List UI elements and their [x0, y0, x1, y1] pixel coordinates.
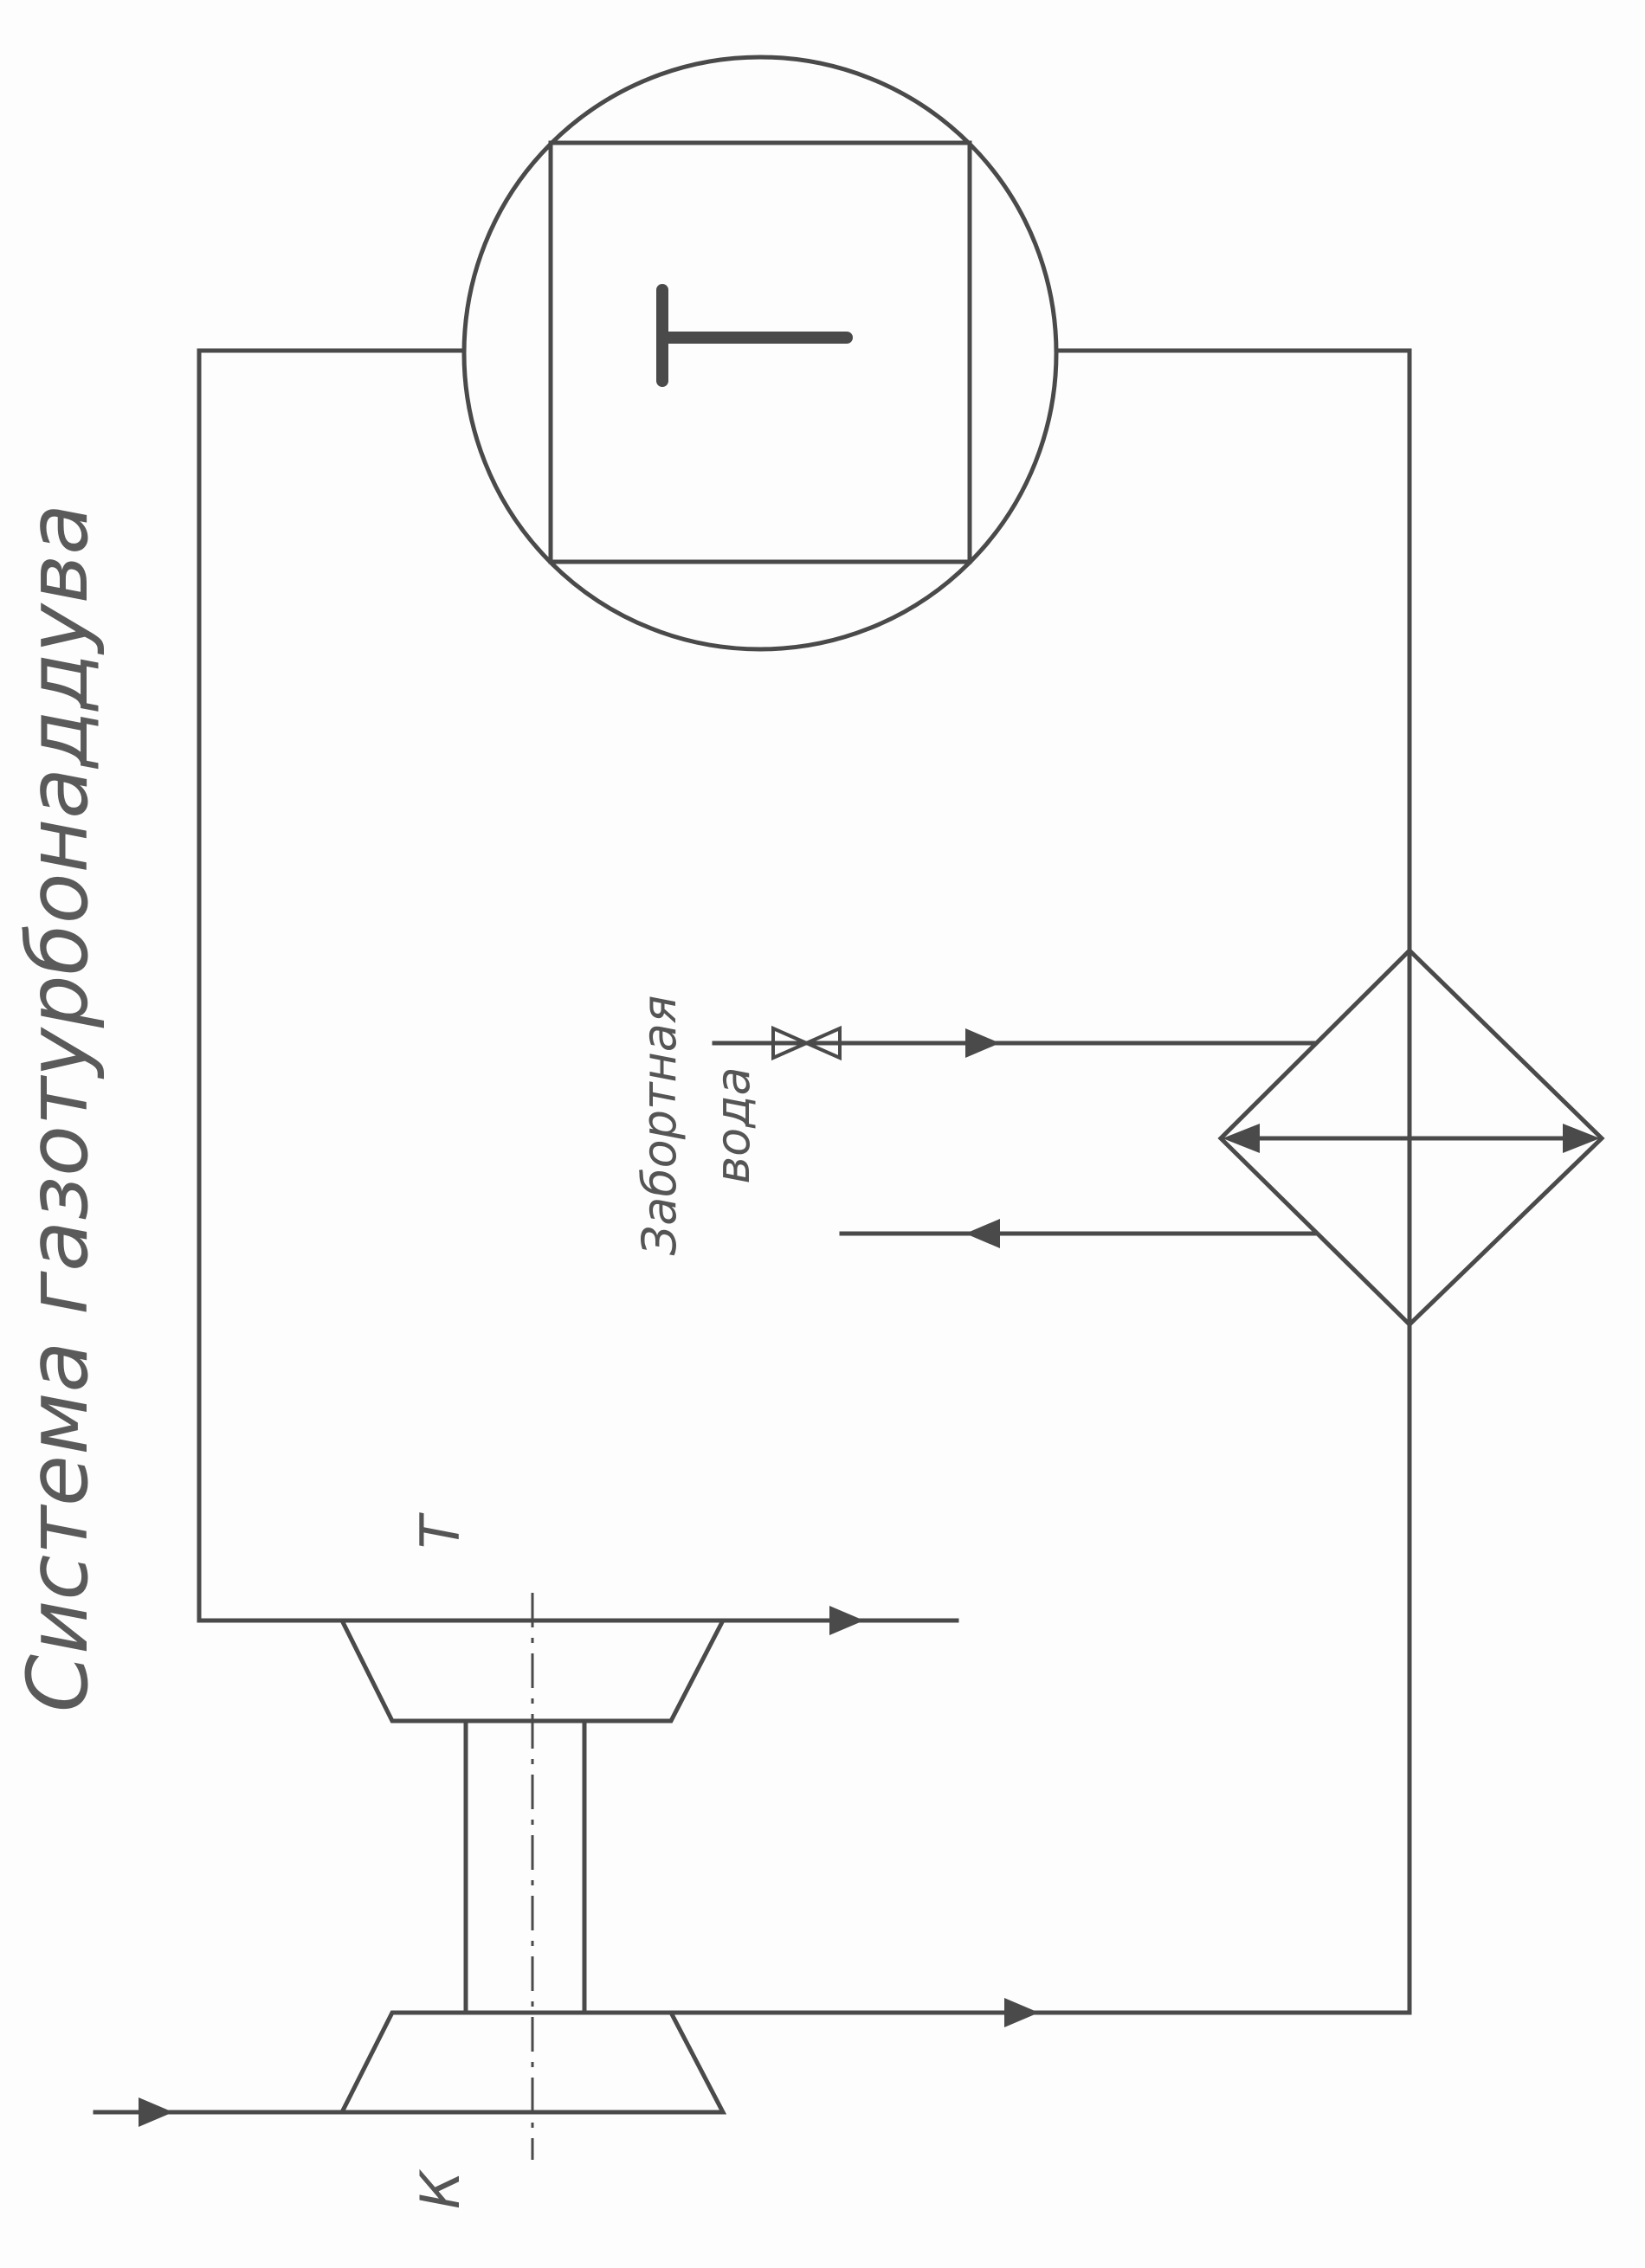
seawater-outlet-arrow-icon — [965, 1219, 1000, 1248]
gas-pipe-top-left — [197, 348, 466, 1623]
valve-icon — [771, 1025, 842, 1061]
engine-receiver — [461, 55, 1059, 652]
receiver-square — [548, 140, 972, 564]
diagram-title: Система газотурбонаддува — [10, 504, 106, 1712]
turbine-trapezoid — [338, 1618, 727, 1724]
seawater-label-line2: вода — [706, 1066, 760, 1183]
receiver-circle — [461, 55, 1059, 652]
t-symbol-icon — [656, 284, 853, 387]
gas-pipe-top-right — [1054, 348, 1412, 953]
compressor-trapezoid — [338, 2010, 727, 2115]
seawater-inlet-arrow-icon — [965, 1028, 1000, 1058]
charge-air-arrow-icon — [1004, 1998, 1039, 2027]
air-inlet-arrow-icon — [139, 2097, 173, 2127]
cooler-arrow-left-icon — [1222, 1124, 1260, 1153]
exhaust-arrow-icon — [829, 1606, 864, 1635]
compressor-label: К — [409, 2168, 472, 2209]
charge-air-cooler — [1217, 947, 1605, 1328]
seawater-label-line1: Забортная — [632, 995, 687, 1256]
turbine-label: Т — [409, 1512, 472, 1549]
cooler-arrow-right-icon — [1563, 1124, 1600, 1153]
